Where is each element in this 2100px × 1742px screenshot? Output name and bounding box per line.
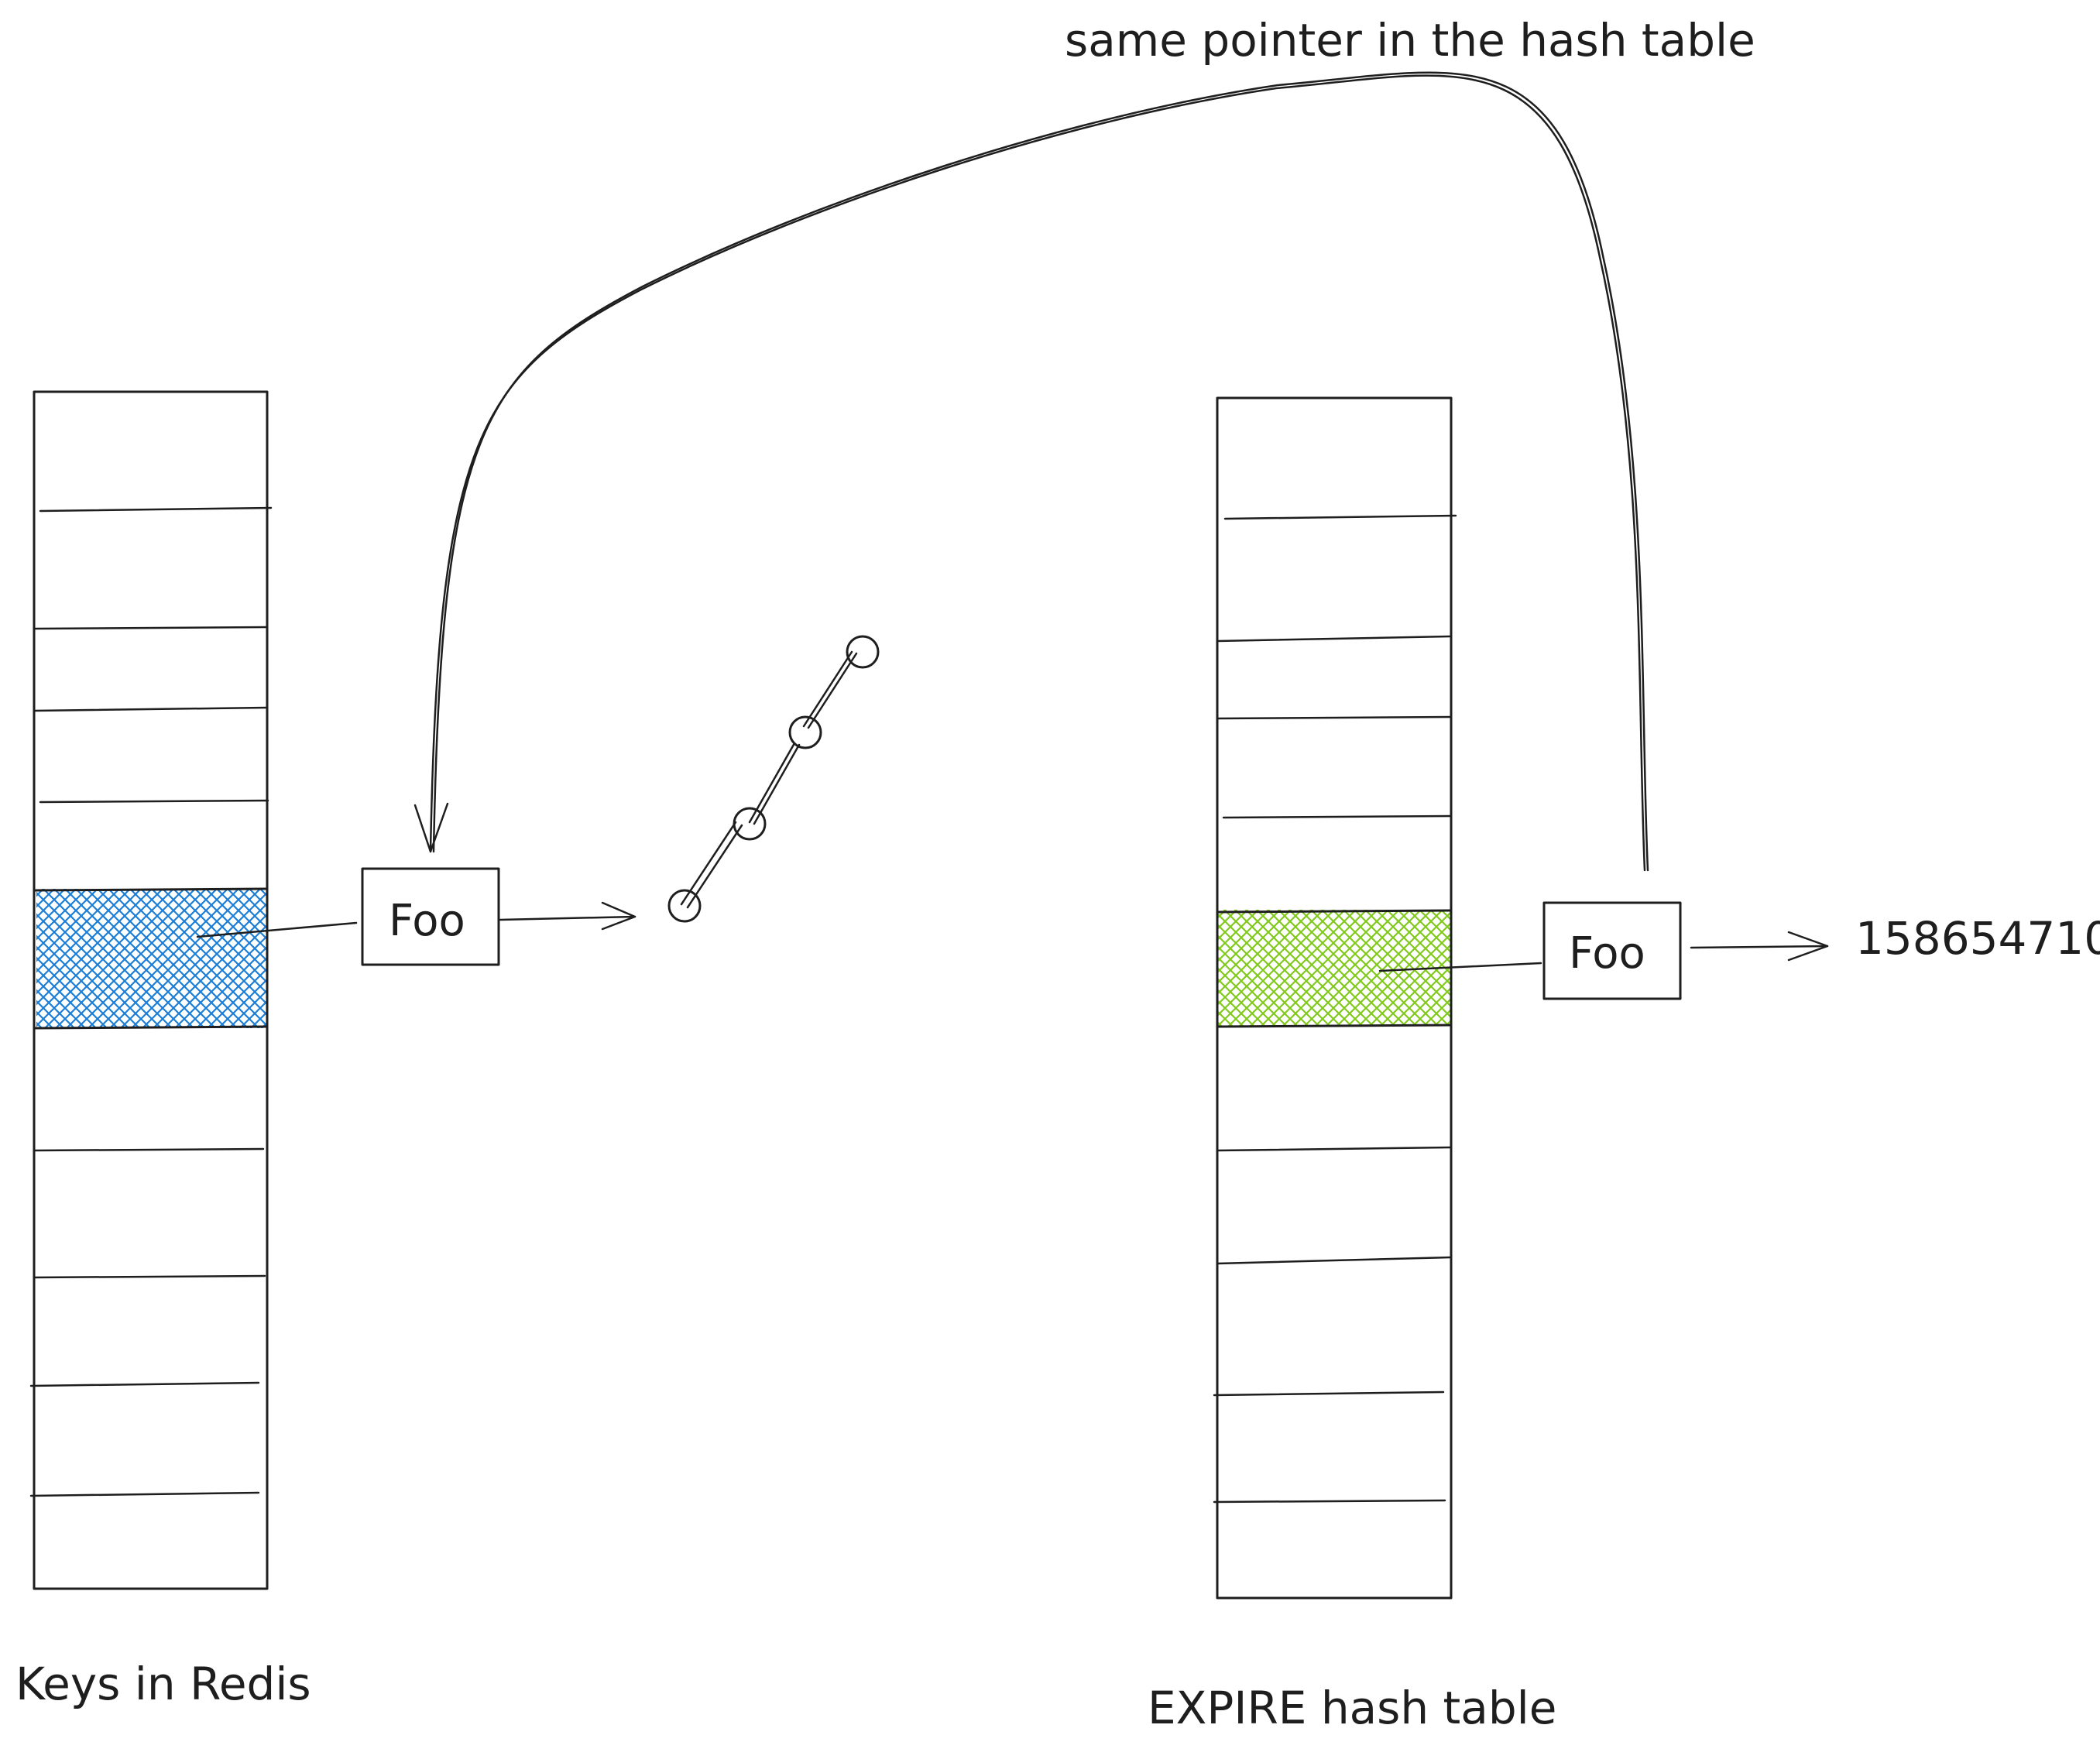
right-foo-label: Foo [1569, 928, 1645, 979]
left-foo-label: Foo [389, 896, 465, 946]
expire-timestamp-value: 1586547105 [1855, 912, 2100, 965]
linked-node-1 [667, 889, 702, 923]
left-table-highlight-cell [36, 889, 267, 1028]
linked-node-2 [733, 807, 767, 841]
right-hash-table [1213, 396, 1457, 1600]
annotation-same-pointer: same pointer in the hash table [1065, 14, 1755, 67]
linked-node-chain [667, 635, 880, 923]
left-foo-box: Foo [361, 867, 500, 966]
left-table-caption: Keys in Redis [15, 1658, 311, 1710]
left-hash-table [29, 390, 273, 1590]
right-table-highlight-cell [1218, 910, 1450, 1026]
left-foo-arrow [499, 901, 637, 931]
right-table-caption: EXPIRE hash table [1148, 1682, 1556, 1734]
left-cell-pointer-line [196, 921, 358, 938]
linked-node-4 [846, 635, 880, 669]
linked-node-3 [788, 715, 822, 749]
right-foo-box: Foo [1542, 901, 1682, 1000]
shared-pointer-arrow [413, 71, 1649, 872]
right-cell-pointer-line [1378, 962, 1542, 972]
right-foo-arrow [1690, 931, 1829, 962]
